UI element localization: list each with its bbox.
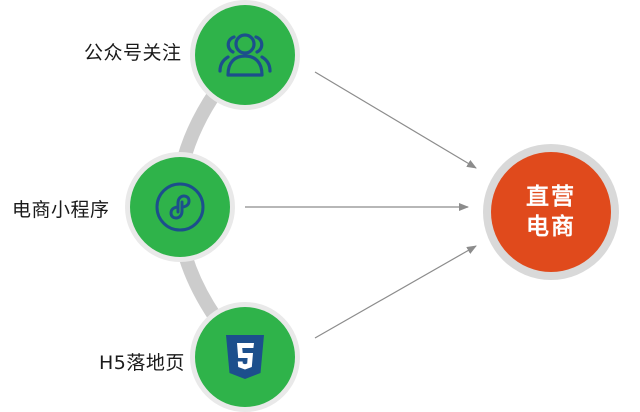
users-icon [218, 33, 272, 77]
html5-icon [226, 335, 264, 379]
mini-program-icon [155, 182, 205, 232]
arrow-wechat-to-target [314, 71, 477, 169]
arrow-h5-to-target [314, 245, 477, 339]
label-mini-program: 电商小程序 [12, 199, 110, 221]
label-h5-landing: H5落地页 [99, 352, 185, 374]
target-label-line1: 直营 [526, 184, 576, 210]
label-wechat-follow: 公众号关注 [84, 42, 182, 64]
node-h5-landing [195, 307, 295, 407]
target-direct-ecommerce: 直营 电商 [491, 152, 611, 272]
target-label-line2: 电商 [526, 214, 576, 240]
node-mini-program [130, 157, 230, 257]
node-wechat-follow [195, 5, 295, 105]
